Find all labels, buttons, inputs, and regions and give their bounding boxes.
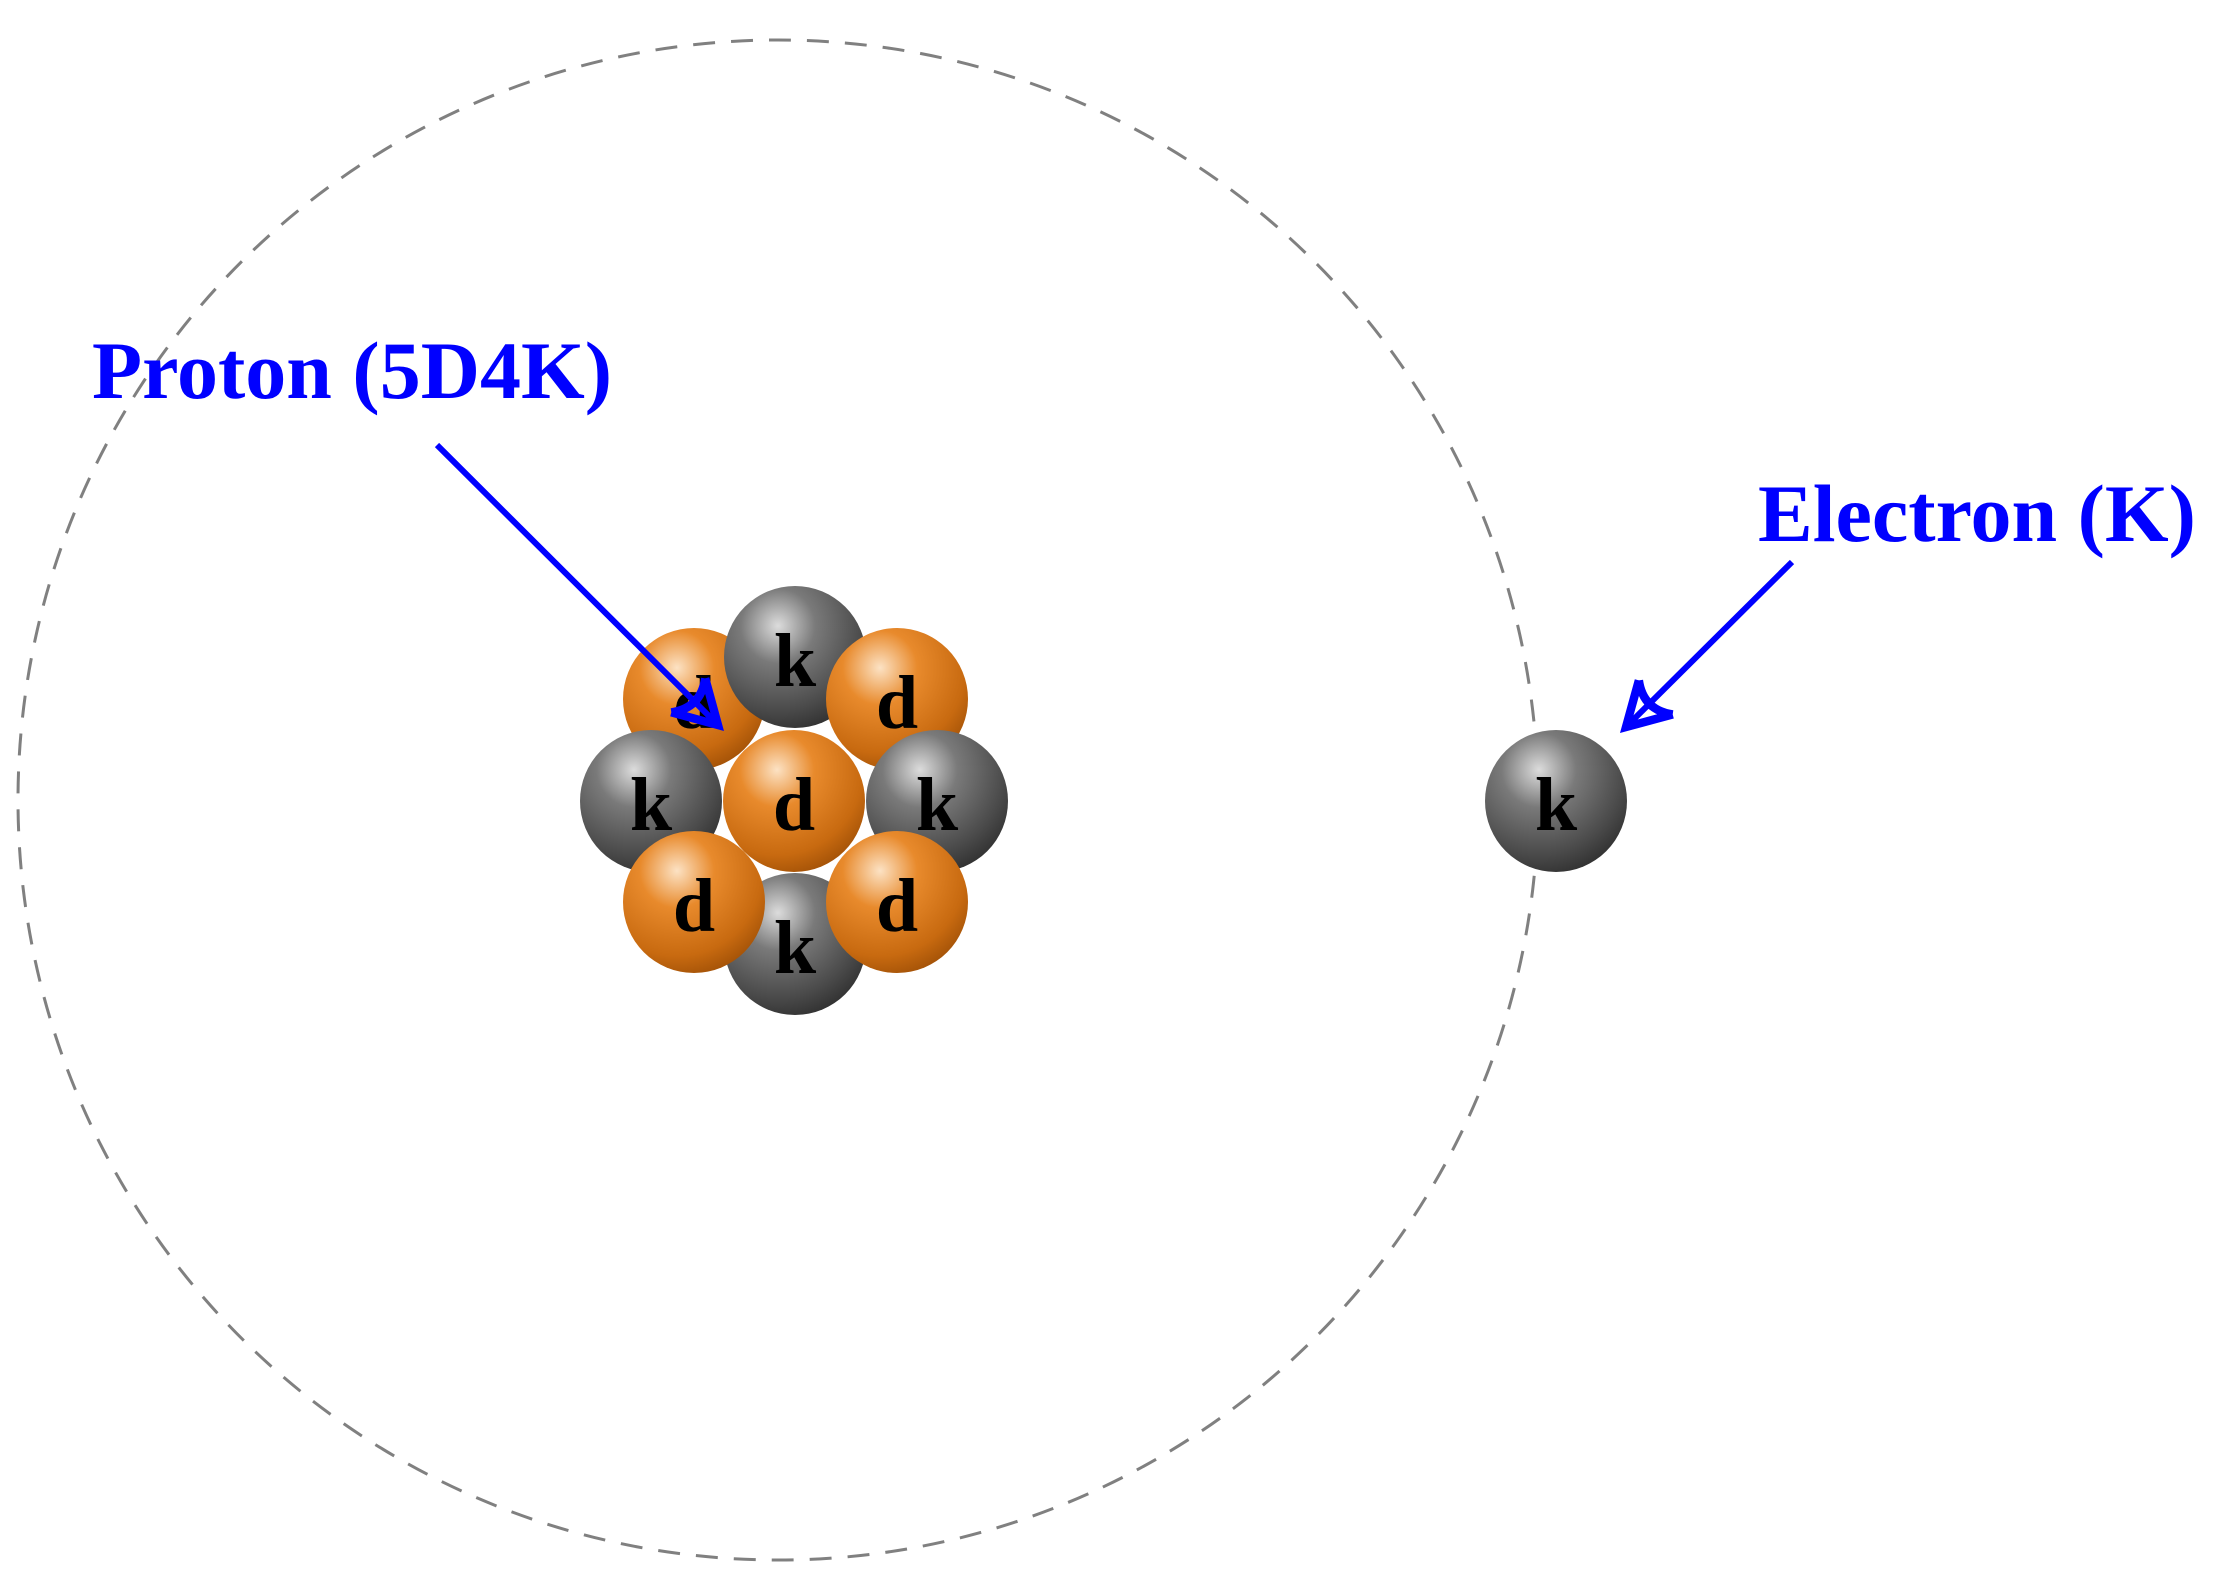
particle-d-5: d: [826, 831, 968, 973]
svg-text:k: k: [1535, 763, 1578, 847]
svg-text:k: k: [774, 906, 817, 990]
nucleus: d k d k k d k d: [580, 586, 1008, 1015]
svg-text:k: k: [774, 619, 817, 703]
svg-text:k: k: [916, 763, 959, 847]
svg-text:d: d: [876, 864, 918, 948]
particle-d-4: d: [623, 831, 765, 973]
electron: k: [1485, 730, 1627, 872]
svg-text:d: d: [876, 661, 918, 745]
proton-arrow: [434, 442, 724, 731]
svg-text:d: d: [673, 864, 715, 948]
electron-label: Electron (K): [1758, 468, 2196, 559]
electron-arrow: [1619, 559, 1795, 733]
proton-label: Proton (5D4K): [92, 325, 612, 416]
particle-d-3: d: [723, 730, 865, 872]
svg-text:d: d: [773, 763, 815, 847]
svg-text:k: k: [630, 763, 673, 847]
